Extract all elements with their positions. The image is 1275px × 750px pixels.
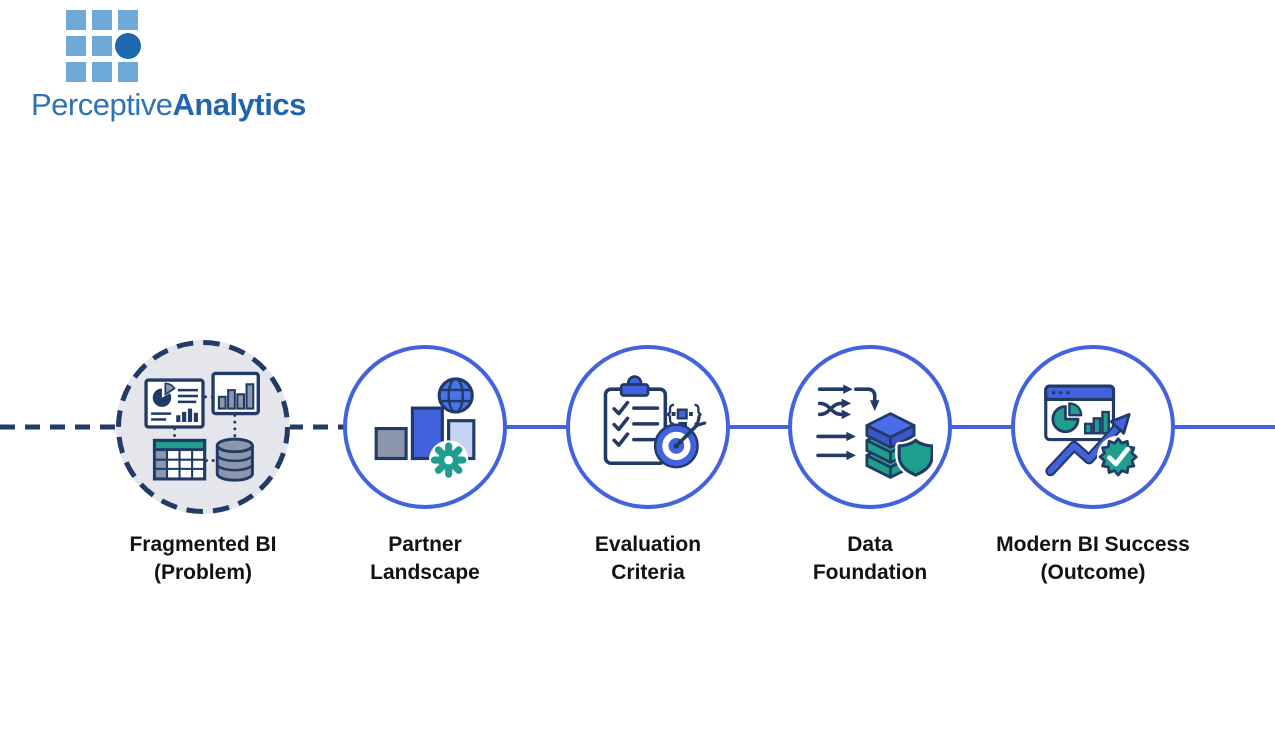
- brand-name-second: Analytics: [172, 87, 306, 122]
- data-foundation-icon: [816, 384, 933, 479]
- flow-node-fragmented-bi: [116, 340, 290, 514]
- dashboard-report-icon: [144, 378, 205, 429]
- stack-layer-top: [865, 412, 916, 449]
- logo-grid-dot: [115, 33, 141, 59]
- dashed-ring: [116, 340, 290, 514]
- comparison-bars-icon: [374, 406, 476, 461]
- data-table-icon: [152, 438, 207, 481]
- fragmented-bi-icon: [144, 371, 260, 482]
- logo-grid-cell: [66, 10, 86, 30]
- node-label-data-foundation: Data Foundation: [730, 531, 1010, 587]
- logo-grid-cell: [118, 10, 138, 30]
- partner-landscape-icon: [374, 377, 476, 480]
- node-label-partner-landscape: Partner Landscape: [285, 531, 565, 587]
- analytics-window-icon: [1044, 384, 1116, 442]
- logo-grid-cell: [66, 36, 86, 56]
- checklist-clipboard-icon: [603, 375, 668, 465]
- logo-grid-icon: [66, 10, 141, 82]
- brand-logo: PerceptiveAnalytics: [31, 10, 306, 123]
- label-line: (Outcome): [1040, 561, 1146, 584]
- node-label-modern-bi-success: Modern BI Success (Outcome): [953, 531, 1233, 587]
- pie-chart-icon: [1051, 402, 1083, 434]
- bar-chart-window-icon: [211, 371, 260, 416]
- logo-grid-cell: [118, 62, 138, 82]
- label-line: Partner: [388, 533, 462, 556]
- logo-grid-cell: [92, 10, 112, 30]
- evaluation-criteria-icon: [603, 375, 707, 469]
- logo-grid-cell: [92, 36, 112, 56]
- logo-grid-cell: [66, 62, 86, 82]
- label-line: Fragmented BI: [129, 533, 277, 556]
- label-line: (Problem): [153, 561, 252, 584]
- flow-node-evaluation-criteria: [566, 345, 730, 509]
- label-line: Evaluation: [594, 533, 702, 556]
- node-label-evaluation-criteria: Evaluation Criteria: [508, 531, 788, 587]
- modern-bi-success-icon: [1044, 384, 1140, 479]
- label-line: Landscape: [370, 561, 480, 584]
- flow-node-partner-landscape: [343, 345, 507, 509]
- label-line: Data: [847, 533, 893, 556]
- shield-icon: [895, 436, 933, 479]
- flow-node-modern-bi-success: [1011, 345, 1175, 509]
- label-line: Foundation: [812, 561, 928, 584]
- flow-arrows-icon: [816, 387, 877, 458]
- verified-badge-icon: [1096, 435, 1140, 479]
- node-label-fragmented-bi: Fragmented BI (Problem): [63, 531, 343, 587]
- flow-node-data-foundation: [788, 345, 952, 509]
- label-line: Criteria: [611, 561, 685, 584]
- gear-icon: [428, 440, 469, 480]
- label-line: Modern BI Success: [996, 533, 1190, 556]
- brand-name-first: Perceptive: [31, 87, 173, 122]
- brand-wordmark: PerceptiveAnalytics: [31, 87, 306, 123]
- globe-icon: [437, 377, 474, 414]
- flow-arrowheads: [841, 384, 880, 461]
- logo-grid-cell: [92, 62, 112, 82]
- database-icon: [215, 437, 254, 482]
- target-arrow-icon: [653, 415, 707, 469]
